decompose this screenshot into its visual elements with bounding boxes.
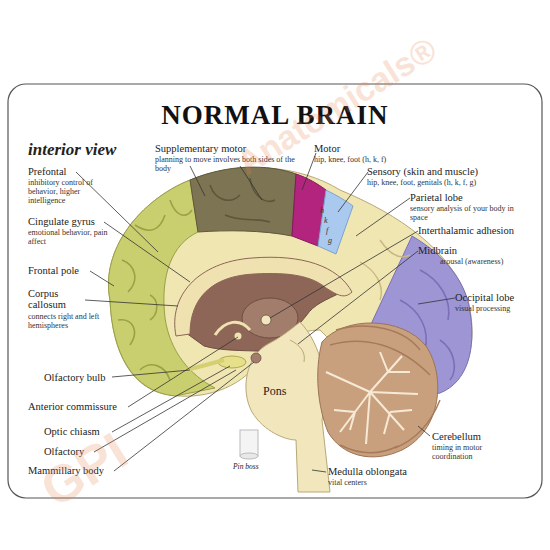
supplementary-motor-region bbox=[190, 167, 296, 236]
leader-line bbox=[418, 426, 430, 436]
part-label: Parietal lobe bbox=[410, 192, 463, 203]
part-label: Medulla oblongata bbox=[328, 466, 407, 477]
part-label: Prefontal bbox=[28, 166, 67, 177]
part-description: connects right and left hemispheres bbox=[28, 312, 108, 330]
leader-line bbox=[190, 166, 205, 196]
interthalamic-adhesion bbox=[261, 315, 271, 325]
part-description: emotional behavior, pain affect bbox=[28, 228, 120, 246]
part-label: Frontal pole bbox=[28, 265, 79, 276]
gyrus-line bbox=[118, 200, 192, 380]
gyrus-line bbox=[210, 178, 275, 222]
part-label: Pin boss bbox=[233, 462, 259, 471]
leader-line bbox=[90, 271, 114, 286]
region-letter: h bbox=[320, 206, 324, 215]
part-label: Occipital lobe bbox=[455, 292, 514, 303]
region-letter: f bbox=[326, 226, 328, 235]
leader-line bbox=[270, 231, 418, 318]
midbrain-line bbox=[290, 340, 304, 362]
part-description: arousal (awareness) bbox=[440, 257, 503, 266]
leader-line bbox=[302, 153, 316, 190]
arbor-vitae bbox=[326, 352, 418, 444]
part-label: Cingulate gyrus bbox=[28, 216, 95, 227]
part-description: vital centers bbox=[328, 478, 367, 487]
pin-boss bbox=[240, 430, 258, 456]
leader-line bbox=[114, 362, 254, 471]
leader-line bbox=[112, 370, 190, 377]
part-label: Interthalamic adhesion bbox=[418, 225, 514, 236]
part-description: hip, knee, foot (h, k, f) bbox=[314, 155, 386, 164]
leader-line bbox=[104, 222, 190, 282]
view-caption: interior view bbox=[28, 140, 116, 160]
corpus-callosum bbox=[175, 257, 352, 336]
pin-boss-end bbox=[240, 453, 258, 459]
part-label: Olfactory bulb bbox=[44, 372, 106, 383]
region-letter: g bbox=[328, 236, 332, 245]
part-description: inhibitory control of behavior, higher i… bbox=[28, 178, 113, 205]
part-description: hip, knee, foot, genitals (h, k, f, g) bbox=[367, 178, 476, 187]
part-label: Cerebellum bbox=[432, 431, 481, 442]
leader-line bbox=[312, 470, 326, 472]
leader-line bbox=[85, 300, 178, 306]
leader-line bbox=[128, 337, 238, 407]
part-label: Sensory (skin and muscle) bbox=[367, 166, 478, 177]
part-description: visual processing bbox=[455, 304, 510, 313]
part-label: Pons bbox=[263, 384, 286, 399]
leader-line bbox=[338, 172, 368, 212]
part-label: Motor bbox=[314, 143, 340, 154]
part-description: sensory analysis of your body in space bbox=[410, 204, 525, 222]
leader-line bbox=[112, 366, 230, 432]
gyrus-line bbox=[360, 240, 410, 300]
leader-line bbox=[356, 198, 410, 236]
fornix bbox=[215, 322, 250, 335]
part-label: Anterior commissure bbox=[28, 401, 117, 412]
mammillary-body bbox=[251, 353, 261, 363]
part-description: timing in motor coordination bbox=[432, 443, 522, 461]
part-label: Midbrain bbox=[418, 245, 457, 256]
leader-line bbox=[418, 298, 455, 304]
region-letter: k bbox=[324, 216, 328, 225]
leader-line bbox=[298, 251, 418, 344]
part-label: Corpus callosum bbox=[28, 288, 84, 310]
